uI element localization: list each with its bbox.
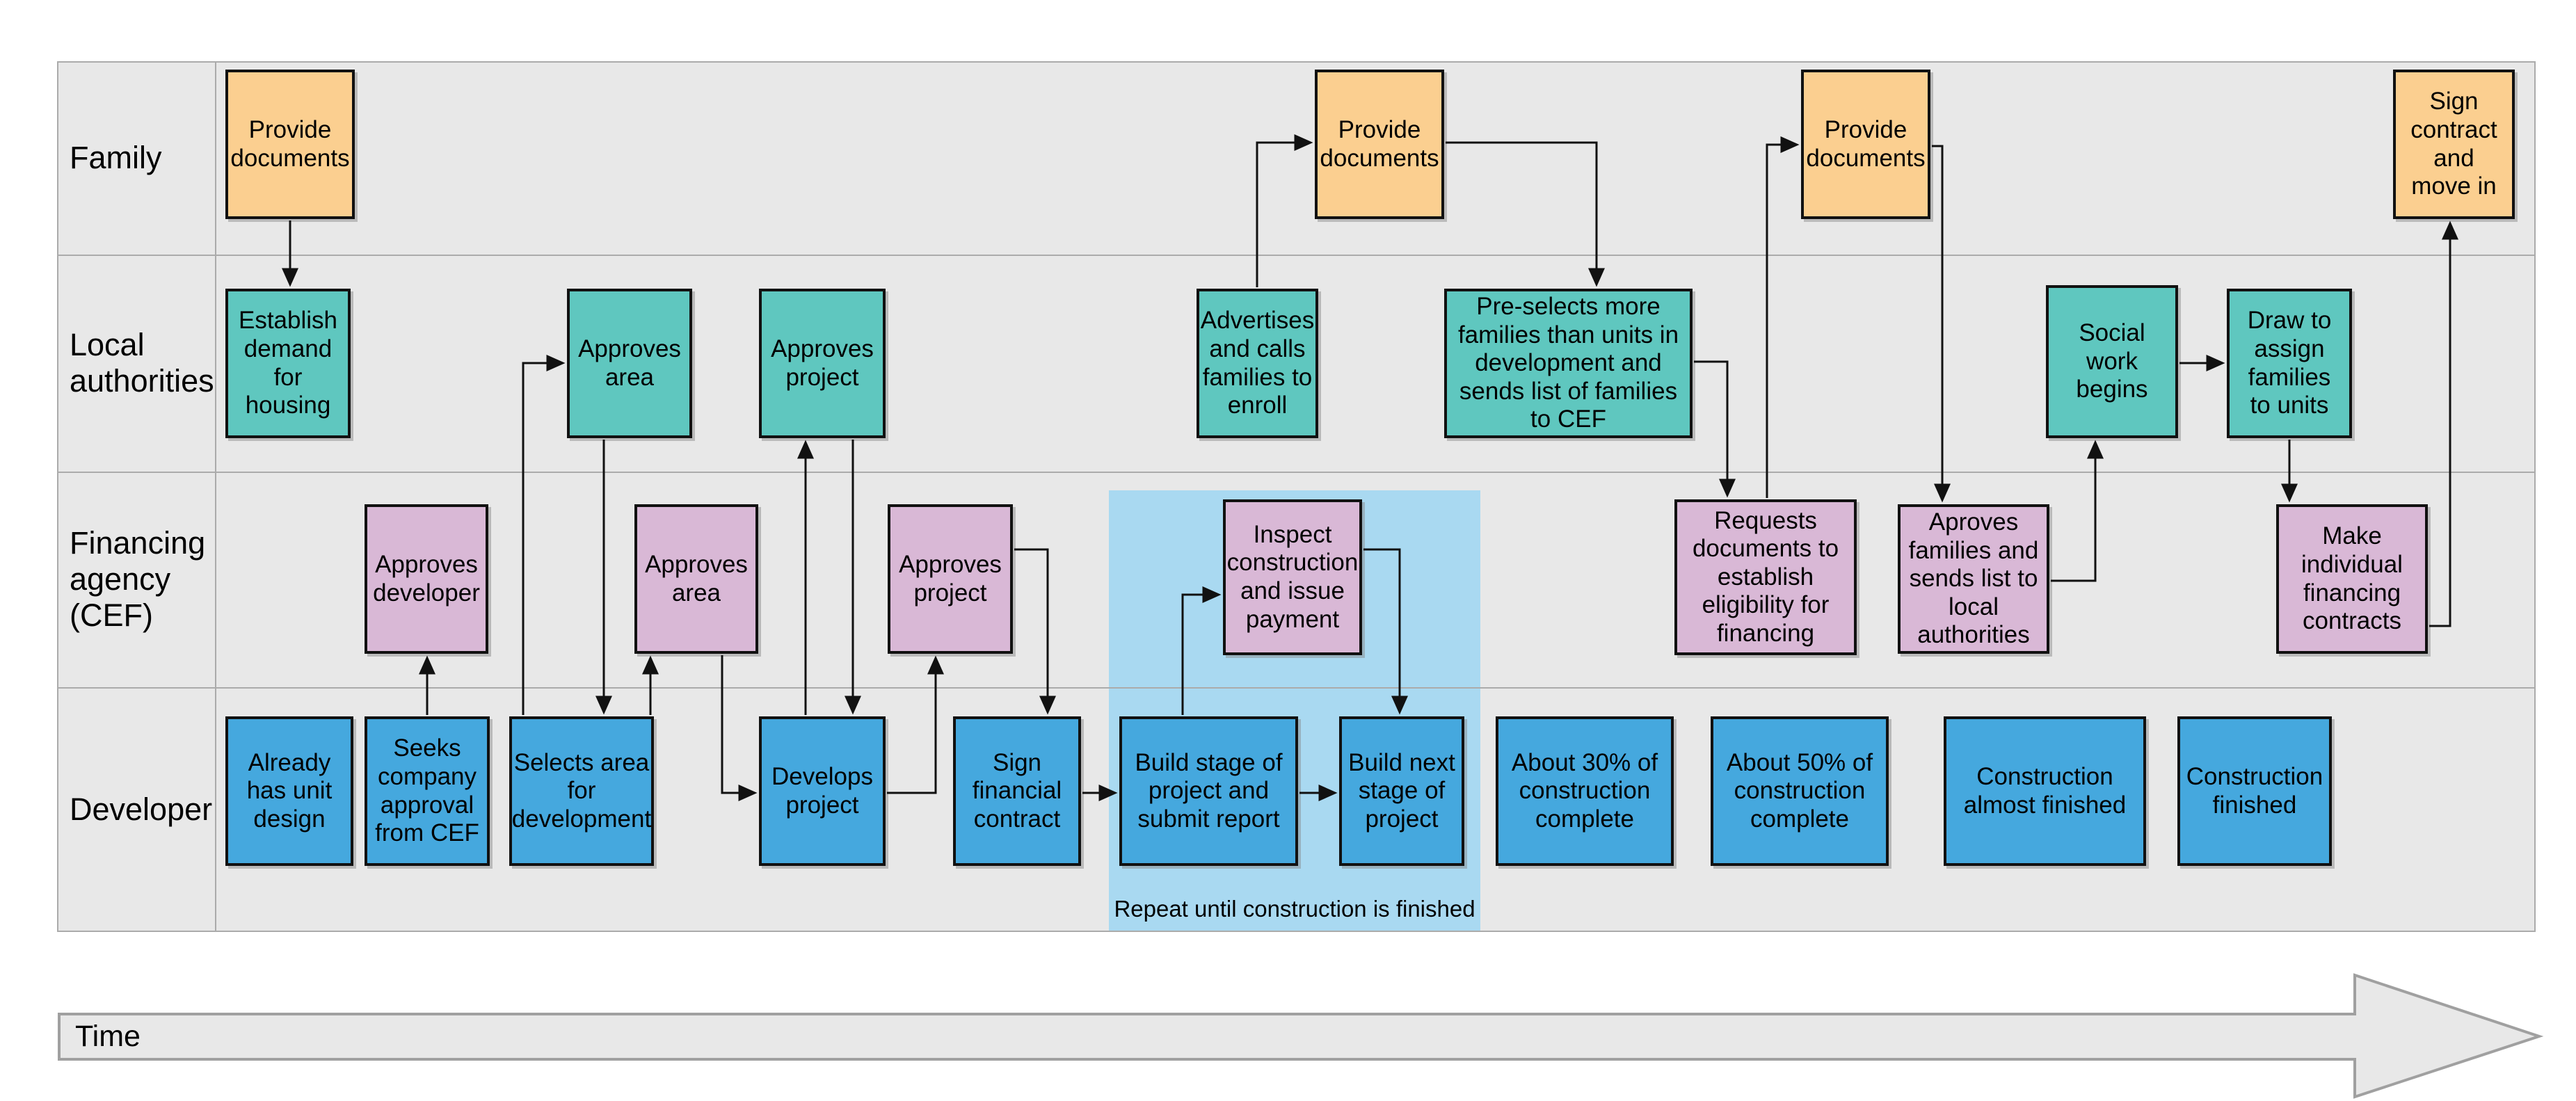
node-cef-approves-area: Approves area — [634, 504, 758, 654]
node-cef-requests-documents: Requests documents to establish eligibil… — [1674, 499, 1857, 655]
repeat-region-label: Repeat until construction is finished — [1114, 896, 1475, 922]
node-dev-develops-project: Develops project — [759, 716, 886, 866]
node-cef-approves-project: Approves project — [888, 504, 1013, 654]
node-dev-build-next-stage: Build next stage of project — [1339, 716, 1464, 866]
lane-divider-local-cef — [57, 472, 2536, 473]
node-family-sign-contract-move-in: Sign contract and move in — [2393, 70, 2515, 219]
node-local-draw-assign-families: Draw to assign families to units — [2227, 289, 2352, 438]
node-cef-aproves-families: Aproves families and sends list to local… — [1898, 504, 2049, 654]
time-arrow — [58, 973, 2544, 1099]
node-local-social-work-begins: Social work begins — [2046, 285, 2178, 438]
lane-label-family: Family — [70, 140, 162, 176]
node-local-approves-project: Approves project — [759, 289, 886, 438]
node-dev-build-stage-submit-report: Build stage of project and submit report — [1119, 716, 1298, 866]
node-dev-about-50-percent: About 50% of construction complete — [1711, 716, 1889, 866]
lane-divider-cef-developer — [57, 687, 2536, 689]
node-dev-sign-financial-contract: Sign financial contract — [953, 716, 1081, 866]
lane-label-financing-agency-cef: Financing agency (CEF) — [70, 525, 206, 633]
node-dev-construction-finished: Construction finished — [2177, 716, 2332, 866]
lane-label-developer: Developer — [70, 791, 213, 828]
lane-label-local-authorities: Local authorities — [70, 327, 214, 399]
node-dev-construction-almost-finished: Construction almost finished — [1944, 716, 2146, 866]
node-local-preselects-families: Pre-selects more families than units in … — [1444, 289, 1693, 438]
node-local-establish-demand: Establish demand for housing — [225, 289, 351, 438]
node-family-provide-documents-3: Provide documents — [1801, 70, 1930, 219]
time-axis-label: Time — [75, 1020, 141, 1053]
node-cef-make-financing-contracts: Make individual financing contracts — [2276, 504, 2428, 654]
node-cef-inspect-construction: Inspect construction and issue payment — [1223, 499, 1362, 655]
node-dev-already-has-unit-design: Already has unit design — [225, 716, 353, 866]
node-dev-seeks-company-approval: Seeks company approval from CEF — [365, 716, 490, 866]
lane-label-column-divider — [215, 61, 216, 932]
node-family-provide-documents-1: Provide documents — [225, 70, 355, 219]
lane-divider-family-local — [57, 255, 2536, 256]
node-dev-selects-area: Selects area for development — [509, 716, 654, 866]
node-cef-approves-developer: Approves developer — [365, 504, 488, 654]
node-family-provide-documents-2: Provide documents — [1315, 70, 1444, 219]
node-dev-about-30-percent: About 30% of construction complete — [1496, 716, 1674, 866]
node-local-approves-area: Approves area — [567, 289, 692, 438]
node-local-advertises-calls-families: Advertises and calls families to enroll — [1197, 289, 1318, 438]
